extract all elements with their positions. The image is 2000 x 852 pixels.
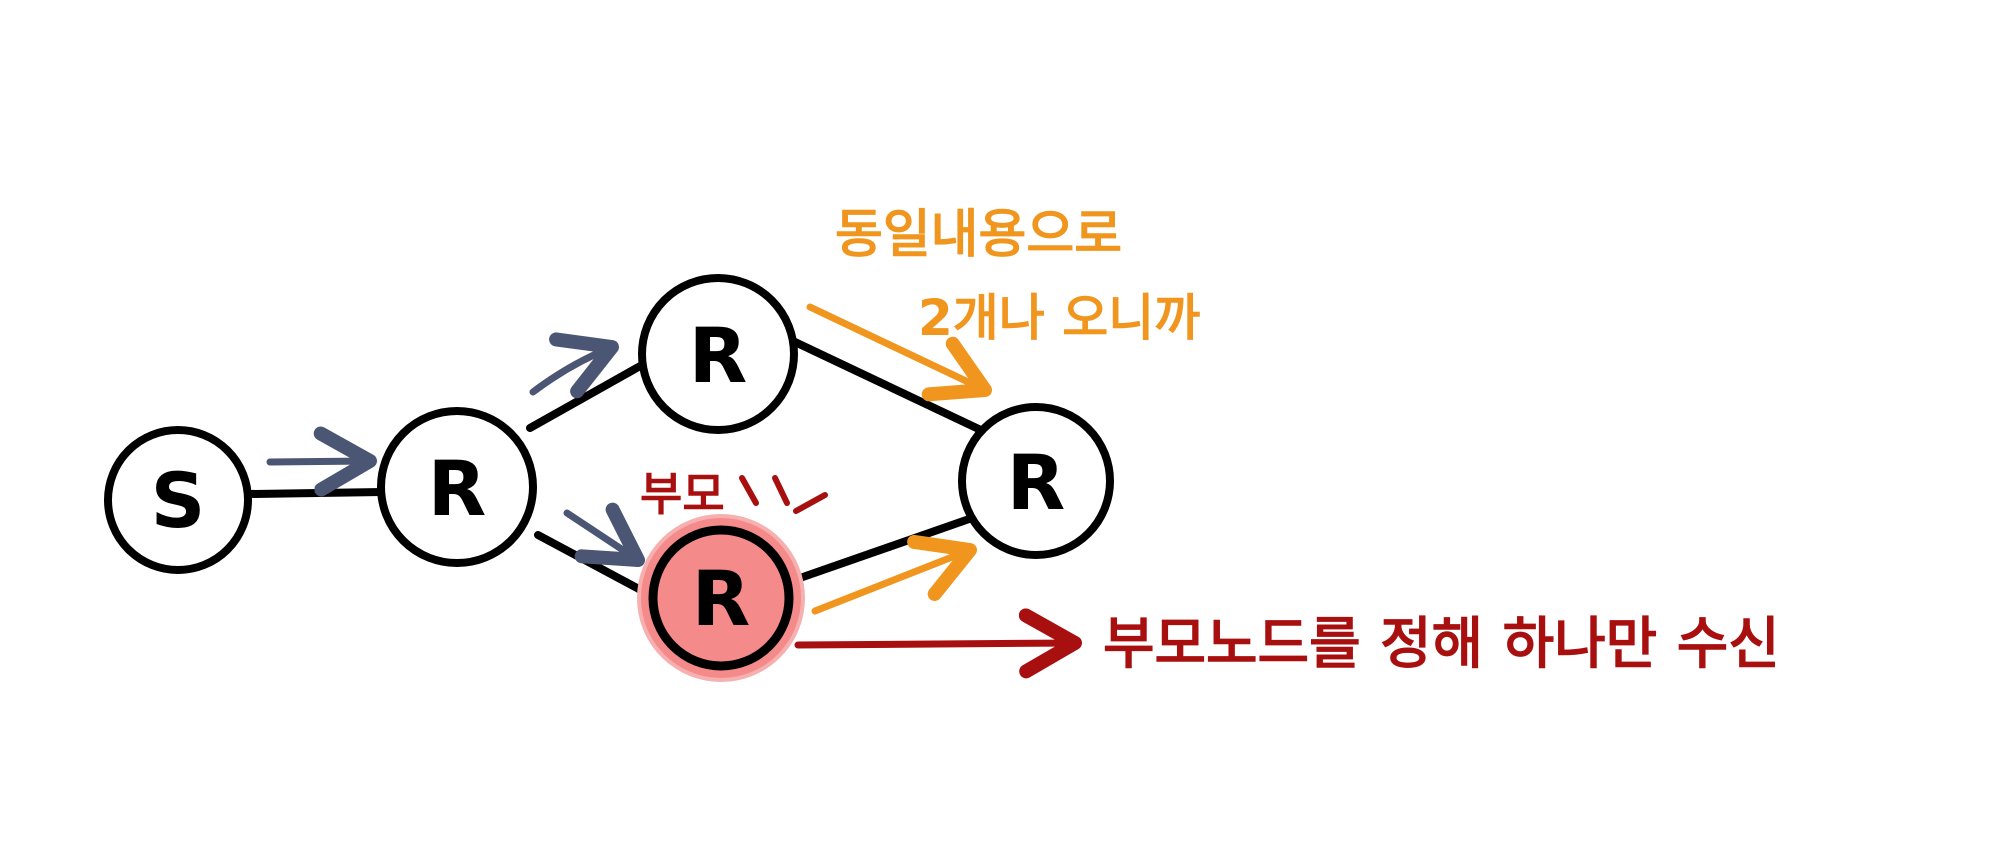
node-router-middle: R: [377, 407, 537, 567]
node-label: R: [689, 311, 748, 400]
parent-result-arrow: [794, 608, 1082, 679]
flow-arrows: [266, 332, 645, 567]
node-circle: [104, 426, 252, 574]
edges: [246, 338, 989, 600]
parent-annotation: 부모: [640, 467, 725, 521]
flow-arrow-source-to-middle: [266, 426, 377, 497]
duplicate-arrows: [806, 303, 992, 615]
node-router-parent: R: [648, 525, 794, 671]
node-router-right: R: [958, 403, 1114, 559]
parent-highlight: [637, 514, 805, 682]
flow-arrow-middle-to-top: [529, 332, 619, 399]
node-label: R: [1007, 438, 1066, 527]
node-router-top: R: [638, 274, 798, 434]
node-label: R: [428, 444, 487, 533]
duplicate-annotation-line1: 동일내용으로: [835, 205, 1122, 265]
node-circle: [648, 525, 794, 671]
edge-middle-top: [526, 361, 646, 432]
duplicate-arrow-from-parent: [811, 534, 977, 615]
duplicate-annotation-line2: 2개나 오니까: [918, 289, 1200, 347]
edge-parent-right: [796, 514, 976, 582]
node-circle: [958, 403, 1114, 559]
duplicate-arrow-from-top: [806, 303, 992, 402]
node-source: S: [104, 426, 252, 574]
flow-arrow-middle-to-parent: [563, 502, 645, 567]
edge-source-middle: [246, 488, 389, 498]
edge-top-right: [791, 338, 989, 436]
node-label: S: [151, 456, 206, 545]
node-label: R: [692, 554, 751, 643]
node-circle: [638, 274, 798, 434]
edge-middle-parent: [534, 531, 656, 600]
parent-emphasis-marks: [739, 475, 828, 514]
result-annotation: 부모노드를 정해 하나만 수신: [1103, 612, 1780, 677]
node-circle: [377, 407, 537, 567]
